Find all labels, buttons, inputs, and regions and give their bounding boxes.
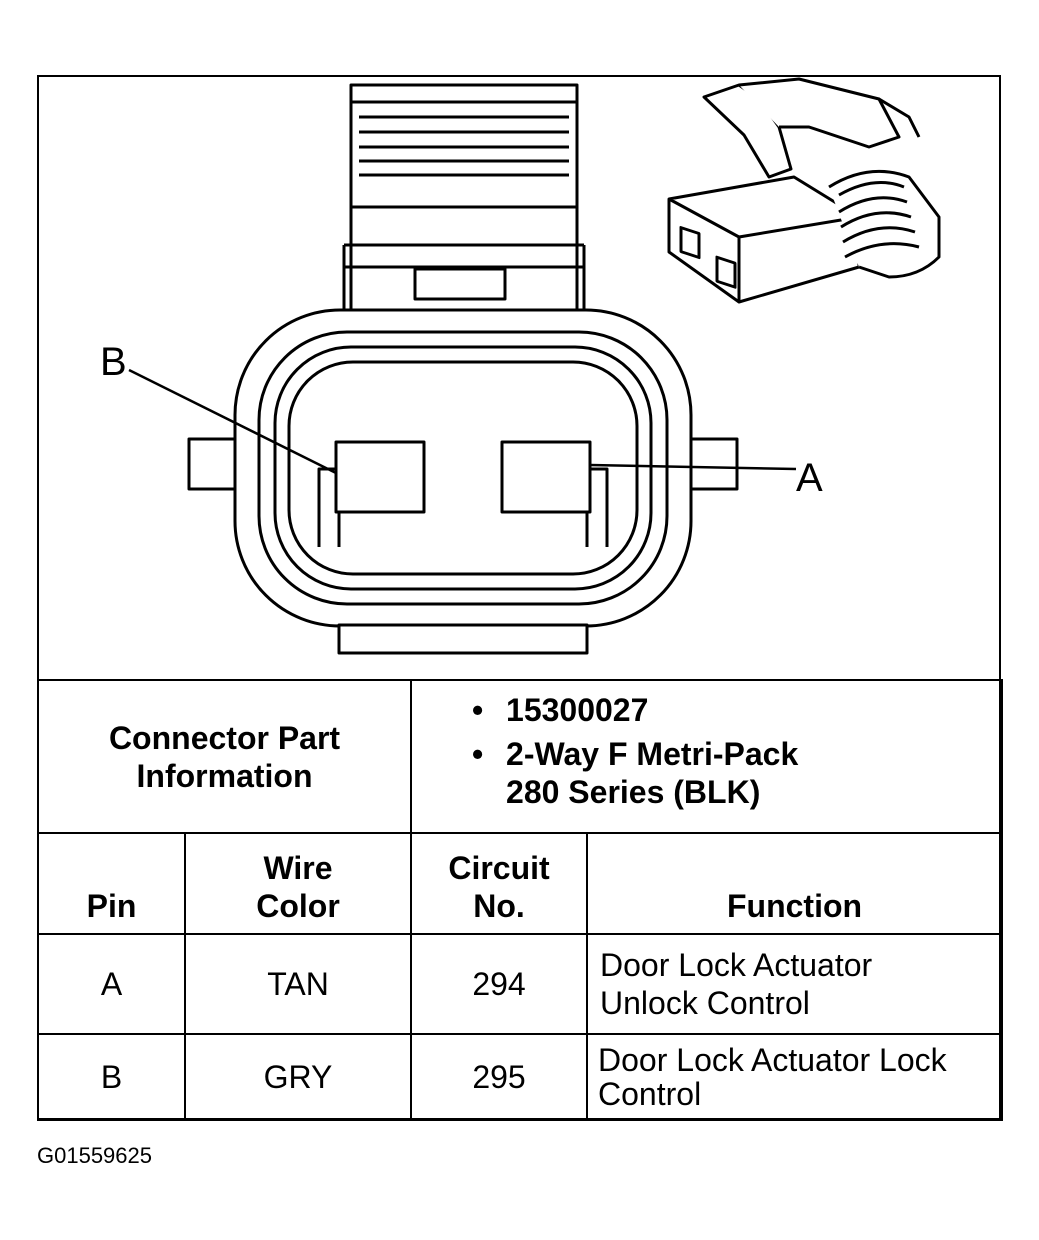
connector-info-table: Connector Part Information • 15300027 • … bbox=[36, 679, 1004, 1121]
pin-cell: A bbox=[37, 933, 186, 1035]
circuit-no-cell: 294 bbox=[410, 933, 589, 1035]
connector-body bbox=[233, 308, 693, 655]
left-ear bbox=[187, 437, 239, 491]
pin-cell: B bbox=[37, 1033, 186, 1121]
connector-isometric-view bbox=[667, 77, 941, 304]
cavity-a bbox=[500, 440, 592, 514]
locking-tab bbox=[342, 83, 586, 312]
wire-color-cell: TAN bbox=[183, 933, 413, 1035]
circuit-no-cell: 295 bbox=[410, 1033, 589, 1121]
header-function: Function bbox=[586, 832, 1004, 935]
right-ear bbox=[687, 437, 739, 491]
header-wire-color: Wire Color bbox=[183, 832, 413, 935]
pin-label-a: A bbox=[796, 456, 823, 500]
header-row: Pin Wire Color Circuit No. Function bbox=[37, 832, 1004, 935]
wire-color-cell: GRY bbox=[183, 1033, 413, 1121]
part-info-items: • 15300027 • 2-Way F Metri-Pack 280 Seri… bbox=[410, 679, 1004, 834]
part-info-row: Connector Part Information • 15300027 • … bbox=[36, 679, 1004, 834]
leader-line-a bbox=[589, 463, 797, 471]
connector-figure: B A bbox=[37, 75, 1001, 1120]
connector-face-diagram bbox=[128, 77, 941, 655]
cavity-b bbox=[334, 440, 426, 514]
table-row: A TAN 294 Door Lock Actuator Unlock Cont… bbox=[37, 933, 1004, 1035]
part-number: 15300027 bbox=[506, 692, 649, 728]
header-circuit-no: Circuit No. bbox=[410, 832, 589, 935]
function-cell: Door Lock Actuator Lock Control bbox=[586, 1033, 1004, 1121]
connector-description: 2-Way F Metri-Pack 280 Series (BLK) bbox=[506, 736, 799, 810]
table-row: B GRY 295 Door Lock Actuator Lock Contro… bbox=[37, 1033, 1004, 1121]
pin-label-b: B bbox=[100, 340, 127, 384]
leader-line-b bbox=[128, 368, 337, 475]
function-cell: Door Lock Actuator Unlock Control bbox=[586, 933, 1004, 1035]
figure-id: G01559625 bbox=[37, 1143, 152, 1168]
header-pin: Pin bbox=[37, 832, 186, 935]
part-info-label: Connector Part Information bbox=[36, 679, 413, 834]
